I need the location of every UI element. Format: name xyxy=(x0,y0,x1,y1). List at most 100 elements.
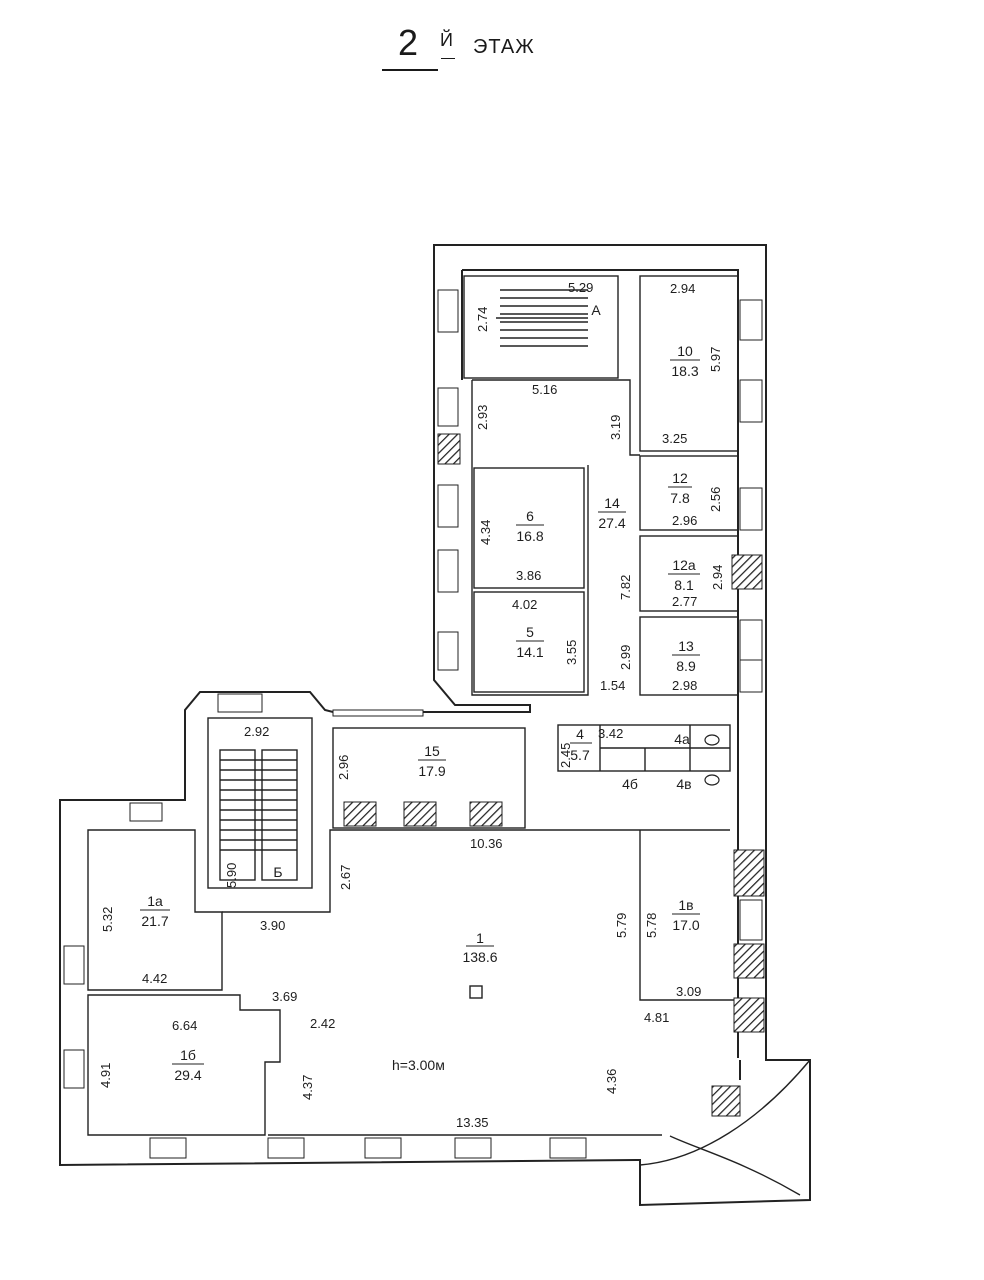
upper-wing-rooms xyxy=(463,275,739,696)
dim-label: 10.36 xyxy=(470,836,503,851)
room-1b-id: 1б xyxy=(180,1047,196,1063)
room-13-area: 8.9 xyxy=(676,658,696,674)
room-4-area: 5.7 xyxy=(570,747,590,763)
room-1v-area: 17.0 xyxy=(672,917,699,933)
dim-label: 3.55 xyxy=(564,640,579,665)
stair-a-label: А xyxy=(591,302,601,318)
floor-title-underline xyxy=(382,69,438,71)
room-1b-label: 1б 29.4 xyxy=(172,1047,204,1083)
dim-label: 2.93 xyxy=(475,405,490,430)
room-15-area: 17.9 xyxy=(418,763,445,779)
dim-label: 2.94 xyxy=(670,281,695,296)
room-15-id: 15 xyxy=(424,743,440,759)
floor-title-number: 2 xyxy=(398,22,419,63)
room-12a-id: 12а xyxy=(672,557,696,573)
room-13-id: 13 xyxy=(678,638,694,654)
dim-label: 2.67 xyxy=(338,865,353,890)
dim-label: 2.98 xyxy=(672,678,697,693)
dim-label: 3.86 xyxy=(516,568,541,583)
dim-label: 2.74 xyxy=(475,307,490,332)
room-1-id: 1 xyxy=(476,930,484,946)
dim-label: 2.92 xyxy=(244,724,269,739)
dim-label: 3.69 xyxy=(272,989,297,1004)
room-13-label: 13 8.9 xyxy=(672,638,700,674)
dim-label: 4.37 xyxy=(300,1075,315,1100)
room-15-label: 15 17.9 xyxy=(418,743,446,779)
room-10-label: 10 18.3 xyxy=(670,343,700,379)
dim-label: 2.45 xyxy=(558,743,573,768)
stair-b xyxy=(207,717,313,889)
room-1b-area: 29.4 xyxy=(174,1067,201,1083)
dim-label: 13.35 xyxy=(456,1115,489,1130)
room-6-label: 6 16.8 xyxy=(516,508,544,544)
dim-label: 4.91 xyxy=(98,1063,113,1088)
room-10-id: 10 xyxy=(677,343,693,359)
dim-label: 2.77 xyxy=(672,594,697,609)
dim-label: 2.94 xyxy=(710,565,725,590)
room-4a-id: 4а xyxy=(674,731,690,747)
toilet-icons xyxy=(704,734,720,786)
windows xyxy=(63,289,763,1159)
stair-a-steps xyxy=(496,289,588,347)
dim-label: 5.97 xyxy=(708,347,723,372)
room-14-label: 14 27.4 xyxy=(598,495,626,531)
floor-title-word: ЭТАЖ xyxy=(473,36,535,58)
dim-label: 2.96 xyxy=(672,513,697,528)
dim-label: 4.81 xyxy=(644,1010,669,1025)
dim-label: 3.42 xyxy=(598,726,623,741)
room-12-area: 7.8 xyxy=(670,490,690,506)
dim-label: 4.34 xyxy=(478,520,493,545)
dim-label: 4.02 xyxy=(512,597,537,612)
dim-label: 2.56 xyxy=(708,487,723,512)
dim-label: 5.90 xyxy=(224,863,239,888)
room-6-id: 6 xyxy=(526,508,534,524)
dim-label: 2.42 xyxy=(310,1016,335,1031)
ceiling-height: h=3.00м xyxy=(392,1057,445,1073)
room-1v-id: 1в xyxy=(678,897,693,913)
room-14-id: 14 xyxy=(604,495,620,511)
room-1-area: 138.6 xyxy=(462,949,497,965)
room-10-area: 18.3 xyxy=(671,363,698,379)
dim-label: 3.25 xyxy=(662,431,687,446)
dim-label: 4.42 xyxy=(142,971,167,986)
room-4b-id: 4б xyxy=(622,776,638,792)
dim-label: 5.32 xyxy=(100,907,115,932)
dim-label: 4.36 xyxy=(604,1069,619,1094)
outer-walls xyxy=(59,244,811,1207)
room-5-area: 14.1 xyxy=(516,644,543,660)
dim-label: 3.09 xyxy=(676,984,701,999)
room-4-id: 4 xyxy=(576,726,584,742)
room-1a-id: 1а xyxy=(147,893,163,909)
dim-label: 5.78 xyxy=(644,913,659,938)
dim-label: 6.64 xyxy=(172,1018,197,1033)
middle-rooms xyxy=(332,724,731,829)
room-1a-label: 1а 21.7 xyxy=(140,893,170,929)
hatched-columns xyxy=(343,433,765,1117)
dim-label: 3.90 xyxy=(260,918,285,933)
room-12a-label: 12а 8.1 xyxy=(668,557,700,593)
lower-rooms xyxy=(87,829,738,1136)
stair-b-steps xyxy=(220,759,297,851)
room-1-label: 1 138.6 xyxy=(462,930,497,965)
dim-label: 3.19 xyxy=(608,415,623,440)
room-6-area: 16.8 xyxy=(516,528,543,544)
stair-b-label: Б xyxy=(273,864,282,880)
room-5-id: 5 xyxy=(526,624,534,640)
room-labels: 1 138.6 1а 21.7 1б 29.4 1в 17.0 4 5.7 5 … xyxy=(140,302,700,1083)
room-4v-id: 4в xyxy=(676,776,691,792)
room-5-label: 5 14.1 xyxy=(516,624,544,660)
room-12-label: 12 7.8 xyxy=(668,470,692,506)
room-1a-area: 21.7 xyxy=(141,913,168,929)
room-1v-label: 1в 17.0 xyxy=(672,897,700,933)
room-14-area: 27.4 xyxy=(598,515,625,531)
room-4-label: 4 5.7 xyxy=(570,726,592,763)
floor-title-suffix: Й xyxy=(440,30,453,50)
dim-label: 2.96 xyxy=(336,755,351,780)
dimension-labels: 5.29 2.74 2.94 5.97 3.25 5.16 2.93 3.19 … xyxy=(98,280,725,1130)
dim-label: 7.82 xyxy=(618,575,633,600)
dim-label: 5.16 xyxy=(532,382,557,397)
floor-title-suffix-underline xyxy=(441,58,455,59)
dim-label: 5.79 xyxy=(614,913,629,938)
room-12a-area: 8.1 xyxy=(674,577,694,593)
